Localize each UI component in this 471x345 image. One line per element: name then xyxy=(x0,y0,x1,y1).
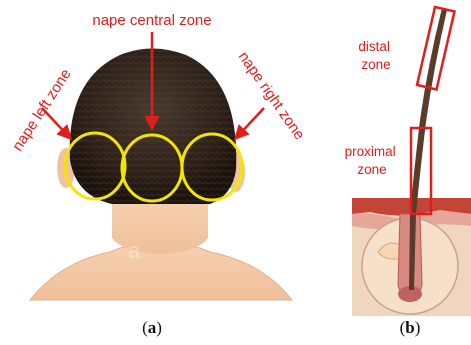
label-nape-central-zone: nape central zone xyxy=(92,12,211,29)
panel-b: distal zone proximal zone (b) xyxy=(345,7,471,337)
label-proximal-zone: proximal zone xyxy=(345,144,400,177)
panel-a: a nape central zone nape left zone nape … xyxy=(9,12,308,337)
label-distal-zone: distal zone xyxy=(358,39,393,72)
label-nape-left-zone: nape left zone xyxy=(9,66,75,154)
head-back-illustration: a xyxy=(30,49,292,301)
arrow-right-zone xyxy=(236,108,264,138)
caption-a: (a) xyxy=(142,318,162,337)
caption-b: (b) xyxy=(400,318,421,337)
stock-watermark: a xyxy=(128,238,141,263)
